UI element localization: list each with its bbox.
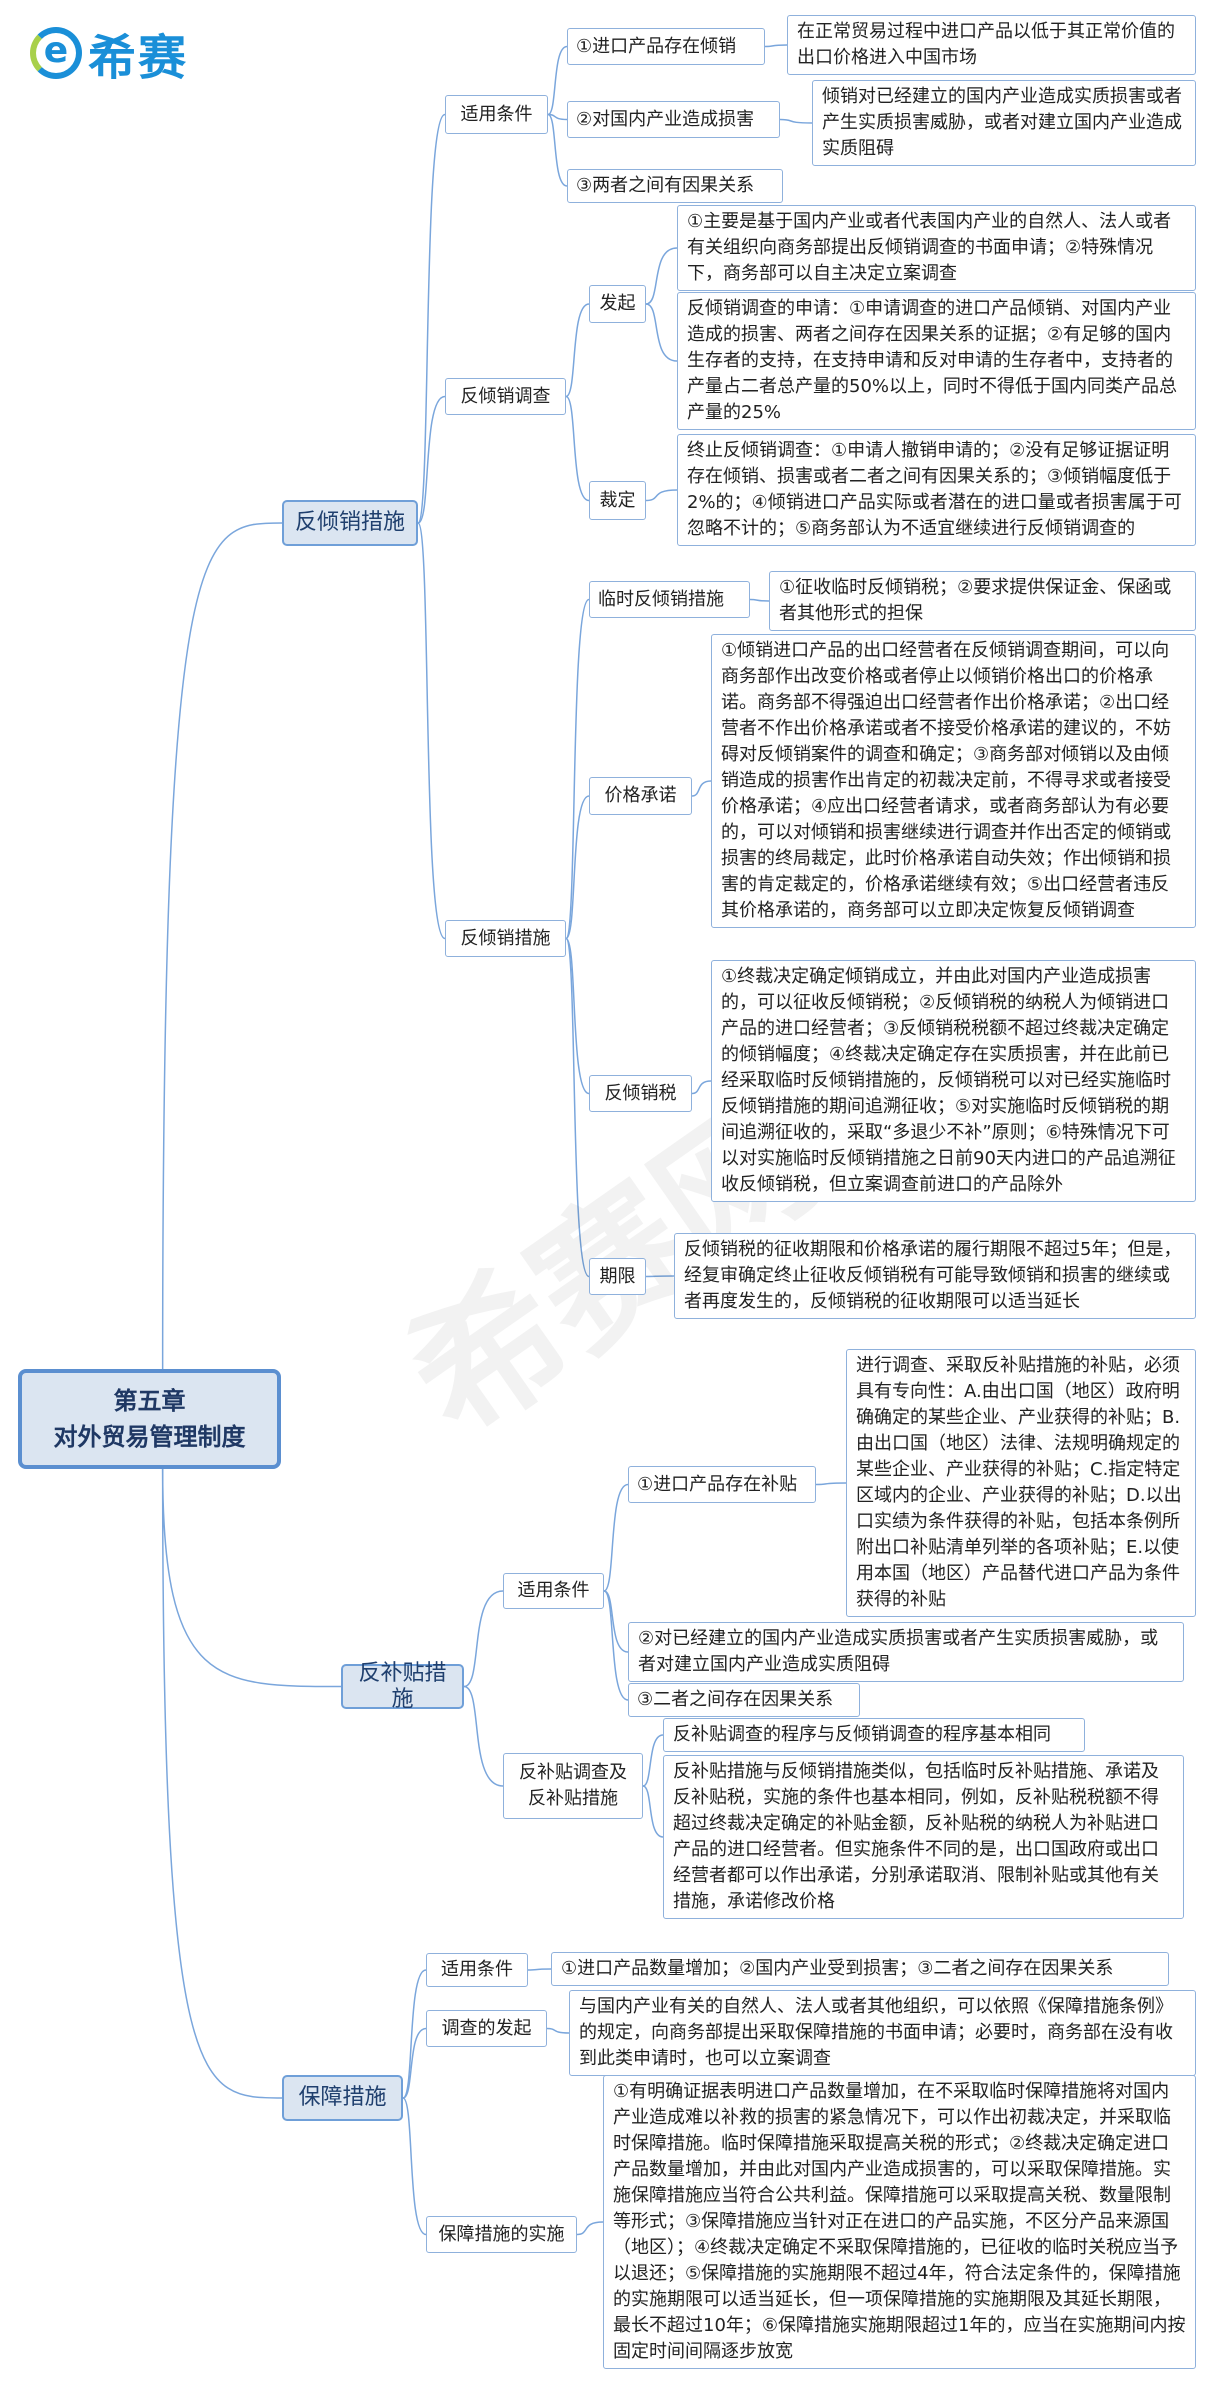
connector-ad-c2d [779, 118, 813, 124]
node-antidumping[interactable]: 反倾销措施 [282, 500, 418, 546]
detail-ad-duty: ①终裁决定确定倾销成立，并由此对国内产业造成损害的，可以征收反倾销税；②反倾销税… [711, 960, 1196, 1202]
connector-ad-c3 [547, 113, 568, 187]
connector-ad-c1d [764, 44, 788, 48]
connector-ad-m1 [565, 598, 590, 940]
connector-cv-i1 [642, 1734, 664, 1787]
connector-cv-c [463, 1590, 504, 1688]
detail-ad-initiate-2: 反倾销调查的申请：①申请调查的进口产品倾销、对国内产业造成的损害、两者之间存在因… [677, 292, 1196, 430]
detail-ad-temp: ①征收临时反倾销税；②要求提供保证金、保函或者其他形式的担保 [769, 571, 1196, 631]
node-ad-temp[interactable]: 临时反倾销措施 [589, 581, 750, 618]
root-node[interactable]: 第五章 对外贸易管理制度 [18, 1369, 281, 1469]
node-ad-investigation[interactable]: 反倾销调查 [445, 378, 566, 415]
connector-ad-i2 [565, 395, 590, 502]
node-ad-cond-2[interactable]: ②对国内产业造成损害 [567, 101, 780, 138]
detail-cv-investigation-1: 反补贴调查的程序与反倾销调查的程序基本相同 [663, 1718, 1085, 1752]
node-ad-cond-3[interactable]: ③两者之间有因果关系 [567, 169, 783, 203]
detail-ad-ruling: 终止反倾销调查：①申请人撤销申请的；②没有足够证据证明存在倾销、损害或者二者之间… [677, 434, 1196, 546]
node-ad-cond-1[interactable]: ①进口产品存在倾销 [567, 28, 765, 65]
detail-sg-implement: ①有明确证据表明进口产品数量增加，在不采取临时保障措施将对国内产业造成难以补救的… [603, 2075, 1196, 2369]
connector-cv [161, 1468, 342, 1688]
connector-ad-m [417, 522, 446, 940]
connector-ad-m2 [565, 795, 590, 940]
detail-ad-cond-2: 倾销对已经建立的国内产业造成实质损害或者产生实质损害威胁，或者对建立国内产业造成… [812, 80, 1196, 166]
connector-sg-m [402, 2097, 427, 2236]
node-ad-price[interactable]: 价格承诺 [589, 777, 692, 815]
detail-cv-cond-1: 进行调查、采取反补贴措施的补贴，必须具有专向性：A.由出口国（地区）政府明确确定… [846, 1349, 1196, 1617]
node-sg-initiate[interactable]: 调查的发起 [426, 2010, 547, 2047]
logo-e-icon: e [30, 27, 82, 79]
detail-ad-initiate-1: ①主要是基于国内产业或者代表国内产业的自然人、法人或者有关组织向商务部提出反倾销… [677, 205, 1196, 291]
connector-ad-c [417, 113, 446, 524]
node-cv-cond-2[interactable]: ②对已经建立的国内产业造成实质损害或者产生实质损害威胁，或者对建立国内产业造成实… [628, 1622, 1184, 1682]
node-ad-duty[interactable]: 反倾销税 [589, 1075, 692, 1112]
connector-sg-id [546, 2027, 570, 2034]
detail-ad-cond-1: 在正常贸易过程中进口产品以低于其正常价值的出口价格进入中国市场 [787, 15, 1196, 75]
root-chapter: 第五章 [113, 1387, 186, 1415]
node-ad-initiate[interactable]: 发起 [589, 285, 646, 323]
connector-ad-m3 [565, 937, 590, 1095]
connector-cv-i [463, 1685, 504, 1787]
connector-ad-c2 [547, 113, 568, 121]
detail-ad-price: ①倾销进口产品的出口经营者在反倾销调查期间，可以向商务部作出改变价格或者停止以倾… [711, 634, 1196, 928]
connector-ad-i1 [565, 303, 590, 398]
node-sg-conditions[interactable]: 适用条件 [426, 1953, 528, 1987]
detail-sg-conditions: ①进口产品数量增加；②国内产业受到损害；③二者之间存在因果关系 [551, 1952, 1169, 1986]
connector-cv-c3 [603, 1590, 629, 1701]
connector-sg [161, 1468, 283, 2099]
node-cv-conditions[interactable]: 适用条件 [503, 1573, 604, 1609]
node-safeguard[interactable]: 保障措施 [282, 2075, 403, 2121]
connector-sg-i [402, 2027, 427, 2099]
connector-cv-i2 [642, 1785, 664, 1838]
logo-text: 希赛 [88, 30, 189, 86]
connector-cv-c2 [603, 1590, 629, 1653]
connector-sg-c [402, 1969, 427, 2099]
detail-ad-term: 反倾销税的征收期限和价格承诺的履行期限不超过5年；但是，经复审确定终止征收反倾销… [674, 1233, 1196, 1319]
connector-ad-c1 [547, 45, 568, 116]
logo: e 希赛 [30, 18, 188, 88]
node-ad-ruling[interactable]: 裁定 [589, 481, 646, 520]
node-cv-cond-3[interactable]: ③二者之间存在因果关系 [628, 1683, 860, 1717]
root-title: 对外贸易管理制度 [53, 1423, 246, 1451]
detail-sg-initiate: 与国内产业有关的自然人、法人或者其他组织，可以依照《保障措施条例》的规定，向商务… [569, 1990, 1196, 2076]
node-sg-implement[interactable]: 保障措施的实施 [426, 2216, 577, 2253]
node-countervailing[interactable]: 反补贴措施 [341, 1661, 464, 1712]
connector-cv-c1d [815, 1482, 847, 1486]
node-cv-cond-1[interactable]: ①进口产品存在补贴 [628, 1466, 816, 1503]
connector-ad-m1d [749, 598, 770, 602]
connector-ad [161, 522, 283, 1370]
node-cv-investigation[interactable]: 反补贴调查及反补贴措施 [503, 1753, 643, 1819]
node-ad-measures[interactable]: 反倾销措施 [445, 920, 566, 957]
connector-ad-i1a [645, 247, 678, 305]
connector-ad-i2d [645, 489, 678, 502]
detail-cv-investigation-2: 反补贴措施与反倾销措施类似，包括临时反补贴措施、承诺及反补贴税，实施的条件也基本… [663, 1755, 1184, 1919]
node-ad-term[interactable]: 期限 [589, 1258, 646, 1295]
connector-sg-md [576, 2221, 604, 2236]
connector-ad-i1b [645, 303, 678, 362]
connector-ad-i [417, 395, 446, 524]
connector-sg-cd [527, 1968, 552, 1971]
connector-ad-m2d [691, 780, 712, 797]
node-ad-conditions[interactable]: 适用条件 [445, 95, 548, 134]
connector-cv-c1 [603, 1483, 629, 1592]
